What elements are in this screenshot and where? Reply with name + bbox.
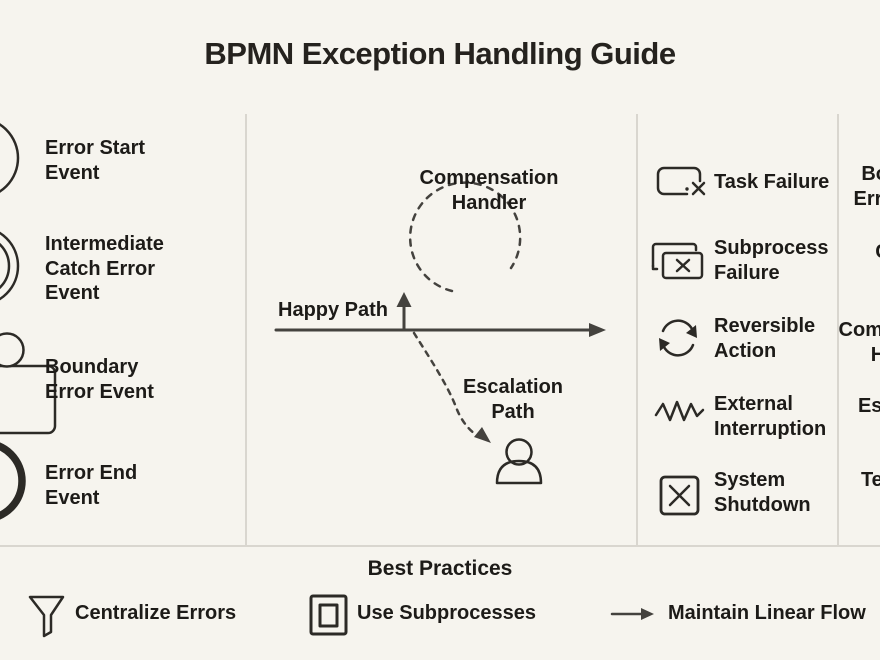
column-divider [245,114,247,545]
best-practice-linear: Maintain Linear Flow [668,602,866,624]
boundary-error-event-icon [0,332,57,435]
failure-label-reversible: Reversible Action [714,315,816,362]
response-label-cancel: Cancel Event [828,240,880,289]
escalation-path-label: Escalation Path [462,376,564,423]
response-label-compensation: Compensation Handler [838,319,880,366]
subprocess-box-icon [309,594,348,636]
subprocess-failure-icon [651,242,704,280]
legend-label-intermediate: Intermediate Catch Error Event [45,233,164,304]
best-practice-subprocess: Use Subprocesses [357,602,536,624]
response-label-escalation: Escalation Event [857,395,880,417]
failure-label-task: Task Failure [714,171,830,193]
failure-label-subprocess: Subprocess Failure [714,237,829,284]
escalation-path-curve [412,331,491,443]
response-label-terminate: Terminate Event [860,469,880,491]
person-icon [495,438,543,485]
right-arrow-icon [610,608,654,620]
funnel-icon [28,595,65,638]
legend-label-error-start: Error Start Event [45,137,146,184]
legend-label-boundary: Boundary Error Event [45,356,154,403]
happy-path-label: Happy Path [278,299,389,321]
intermediate-catch-error-event-icon [0,231,20,301]
column-divider [636,114,638,545]
failure-label-external: External Interruption [714,393,827,440]
column-divider [837,114,839,545]
best-practice-centralize: Centralize Errors [75,602,237,624]
page-title: BPMN Exception Handling Guide [204,36,676,71]
best-practices-heading: Best Practices [367,557,513,580]
reversible-action-icon [659,319,697,357]
compensation-handler-arc [408,181,522,293]
error-end-event-icon [0,442,26,520]
external-interruption-icon [654,400,705,422]
response-label-boundary: Boundary Error Event [853,163,880,210]
compensation-handler-label: Compensation Handler [419,167,559,214]
system-shutdown-icon [659,475,700,516]
task-failure-icon [656,166,706,196]
failure-label-shutdown: System Shutdown [714,469,811,516]
error-start-event-icon [0,123,20,193]
legend-label-error-end: Error End Event [45,462,138,509]
happy-path-arrow [274,292,606,337]
section-divider [0,545,880,547]
